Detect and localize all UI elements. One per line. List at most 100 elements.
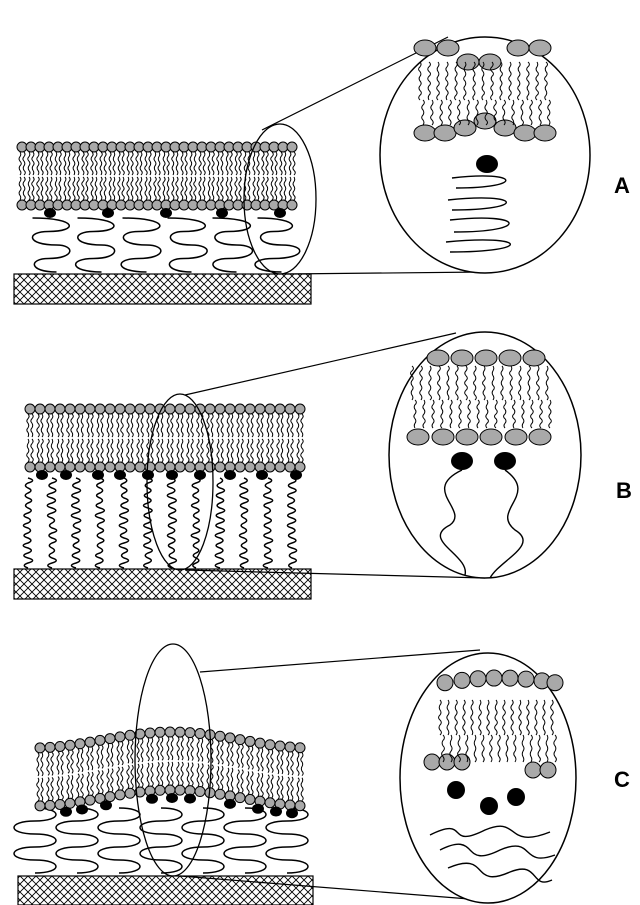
anchor-headgroup: [494, 452, 516, 470]
anchor-headgroup: [166, 470, 178, 480]
anchor-headgroup: [102, 208, 114, 218]
anchor-headgroup: [447, 781, 465, 799]
headgroup: [414, 125, 436, 141]
anchor-headgroup: [44, 208, 56, 218]
headgroup: [55, 741, 65, 751]
tether-polymer-b: [23, 478, 296, 568]
headgroup: [534, 125, 556, 141]
polymer-chain: [95, 478, 104, 568]
anchor-headgroup: [216, 208, 228, 218]
headgroup: [25, 462, 35, 472]
tether-polymer-a: [33, 218, 300, 272]
headgroup: [125, 404, 135, 414]
headgroup: [125, 788, 135, 798]
headgroup: [35, 743, 45, 753]
panel-label-c: C: [614, 767, 630, 792]
headgroup: [507, 40, 529, 56]
headgroup: [75, 462, 85, 472]
headgroup: [25, 404, 35, 414]
headgroup: [105, 734, 115, 744]
headgroup: [95, 735, 105, 745]
headgroup: [265, 462, 275, 472]
headgroup: [135, 462, 145, 472]
headgroup: [205, 404, 215, 414]
headgroup: [75, 404, 85, 414]
headgroup: [245, 404, 255, 414]
bilayer-c: [35, 727, 305, 818]
lipid-headgroups: [25, 404, 305, 472]
headgroup: [85, 462, 95, 472]
headgroup: [265, 404, 275, 414]
anchor-headgroup: [451, 452, 473, 470]
headgroup: [85, 737, 95, 747]
headgroup: [255, 404, 265, 414]
headgroup: [505, 429, 527, 445]
zoom-line-top-c: [200, 650, 480, 672]
anchor-headgroup: [60, 470, 72, 480]
headgroup: [287, 142, 297, 152]
headgroup: [287, 200, 297, 210]
headgroup: [424, 754, 440, 770]
headgroup: [245, 736, 255, 746]
headgroup: [285, 742, 295, 752]
headgroup: [454, 120, 476, 136]
headgroup: [235, 404, 245, 414]
headgroup: [529, 429, 551, 445]
anchor-headgroup: [146, 794, 158, 804]
headgroup: [295, 801, 305, 811]
anchor-headgroup: [114, 470, 126, 480]
anchor-headgroup: [60, 807, 72, 817]
anchor-headgroup: [76, 804, 88, 814]
headgroup: [285, 404, 295, 414]
headgroup: [295, 404, 305, 414]
anchor-headgroup: [184, 794, 196, 804]
headgroup: [165, 727, 175, 737]
headgroup: [275, 741, 285, 751]
headgroup: [486, 670, 502, 686]
headgroup: [432, 429, 454, 445]
substrate-c: [18, 876, 313, 905]
anchor-headgroup: [252, 804, 264, 814]
polymer-chain: [71, 478, 80, 568]
headgroup: [155, 727, 165, 737]
headgroup: [185, 404, 195, 414]
anchor-headgroup: [476, 155, 498, 173]
headgroup: [235, 793, 245, 803]
panel-label-b: B: [616, 478, 632, 503]
headgroup: [85, 404, 95, 414]
headgroup: [265, 740, 275, 750]
polymer-loop: [76, 218, 115, 272]
tether-polymer-c: [14, 808, 308, 873]
headgroup: [480, 429, 502, 445]
headgroup: [525, 762, 541, 778]
polymer-chain: [287, 478, 296, 568]
polymer-chain: [240, 478, 249, 568]
anchor-headgroup: [160, 208, 172, 218]
polymer-loop: [56, 808, 98, 873]
headgroup: [275, 462, 285, 472]
headgroup: [235, 735, 245, 745]
headgroup: [155, 785, 165, 795]
anchor-headgroup: [166, 793, 178, 803]
anchor-headgroup: [270, 807, 282, 817]
headgroup: [115, 404, 125, 414]
polymer-loop: [14, 808, 56, 873]
headgroup: [275, 404, 285, 414]
polymer-loop: [182, 808, 224, 873]
anchor-headgroup: [92, 470, 104, 480]
headgroup: [35, 404, 45, 414]
headgroup: [407, 429, 429, 445]
headgroup: [175, 462, 185, 472]
headgroup: [547, 675, 563, 691]
anchor-headgroup: [142, 470, 154, 480]
headgroup: [115, 790, 125, 800]
headgroup: [502, 670, 518, 686]
headgroup: [470, 671, 486, 687]
anchor-headgroup: [100, 800, 112, 810]
anchor-headgroup: [286, 808, 298, 818]
headgroup: [175, 727, 185, 737]
panel-a: A: [14, 37, 630, 304]
headgroup: [414, 40, 436, 56]
headgroup: [45, 462, 55, 472]
